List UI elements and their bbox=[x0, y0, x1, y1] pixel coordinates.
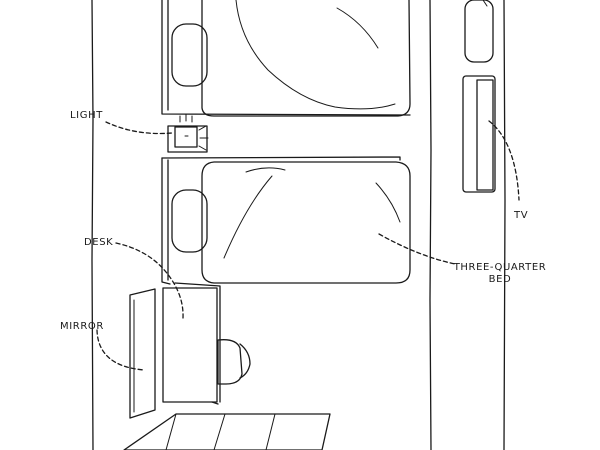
leader-desk bbox=[115, 242, 184, 319]
upper-bed bbox=[161, 0, 411, 117]
lower-pillow bbox=[171, 189, 208, 253]
label-light: LIGHT bbox=[70, 110, 103, 121]
label-tv: TV bbox=[513, 210, 528, 221]
desk bbox=[162, 282, 221, 405]
light-fixture bbox=[167, 113, 209, 153]
upper-pillow bbox=[171, 23, 208, 87]
leader-bed bbox=[378, 233, 456, 265]
desk-top bbox=[162, 287, 218, 403]
room-walls bbox=[91, 0, 506, 450]
chair bbox=[217, 339, 251, 385]
mirror bbox=[129, 288, 156, 419]
leader-light bbox=[105, 121, 173, 135]
leader-tv bbox=[488, 120, 520, 201]
leader-mirror bbox=[96, 329, 145, 371]
wall-shelf bbox=[464, 0, 494, 63]
tv bbox=[462, 75, 496, 193]
light-icon bbox=[174, 126, 198, 148]
label-mirror: MIRROR bbox=[60, 321, 104, 332]
label-desk: DESK bbox=[84, 237, 113, 248]
tv-screen bbox=[476, 79, 494, 191]
floor-rug bbox=[123, 413, 331, 450]
label-bed-line1: THREE-QUARTER bbox=[453, 262, 547, 273]
label-bed-line2: BED bbox=[489, 274, 512, 285]
three-quarter-bed bbox=[161, 156, 411, 285]
leader-lines bbox=[96, 120, 520, 371]
